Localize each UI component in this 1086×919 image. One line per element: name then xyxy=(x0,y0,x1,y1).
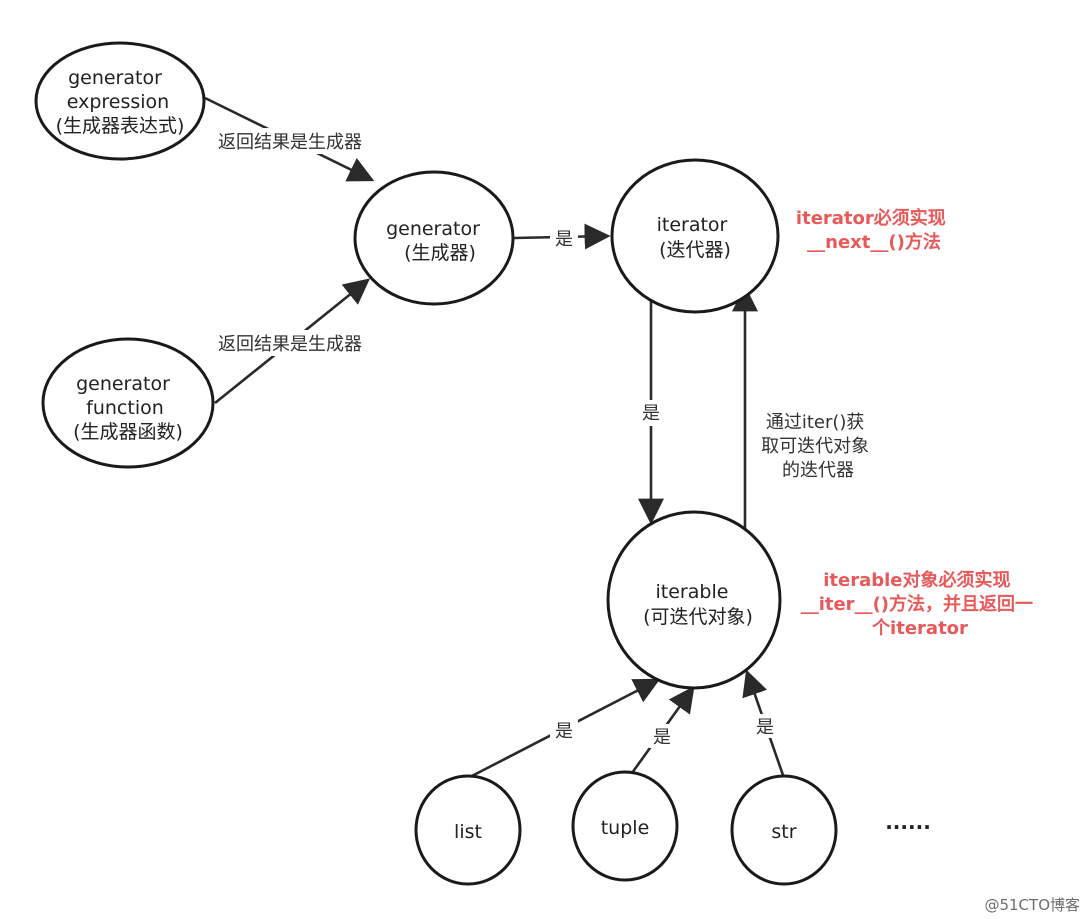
edge-label-genfunc: 返回结果是生成器 xyxy=(218,334,362,355)
node-list xyxy=(414,774,522,886)
node-generator-label: generator (生成器) xyxy=(386,218,486,264)
node-generator xyxy=(353,170,515,306)
node-generator-function xyxy=(41,337,215,469)
node-iterator xyxy=(610,158,780,314)
note-iterator: iterator必须实现 __next__()方法 xyxy=(796,207,952,253)
edge-label-tuple: 是 xyxy=(653,727,671,748)
edge-label-iter-call: 通过iter()获 取可迭代对象 的迭代器 xyxy=(761,412,875,481)
node-tuple xyxy=(571,770,679,882)
edge-label-generator-iterator: 是 xyxy=(555,229,573,250)
node-generator-expression xyxy=(34,41,206,161)
more-types-ellipsis: ...... xyxy=(885,810,931,834)
node-str xyxy=(730,774,838,886)
edge-label-genexpr: 返回结果是生成器 xyxy=(218,132,362,153)
node-tuple-label: tuple xyxy=(601,817,650,839)
node-iterable xyxy=(606,510,782,690)
node-str-label: str xyxy=(771,821,796,843)
edge-label-list: 是 xyxy=(555,721,573,742)
node-generator-function-label: generator function (生成器函数) xyxy=(73,373,183,443)
edge-label-str: 是 xyxy=(756,717,774,738)
node-iterator-label: iterator (迭代器) xyxy=(657,214,734,261)
node-list-label: list xyxy=(454,821,482,843)
note-iterable: iterable对象必须实现 __iter__()方法，并且返回一 个itera… xyxy=(801,569,1040,639)
node-iterable-label: iterable (可迭代对象) xyxy=(643,581,753,628)
edge-label-iterator-iterable: 是 xyxy=(642,403,660,424)
node-generator-expression-label: generator expression (生成器表达式) xyxy=(56,67,185,137)
watermark: @51CTO博客 xyxy=(984,896,1080,914)
